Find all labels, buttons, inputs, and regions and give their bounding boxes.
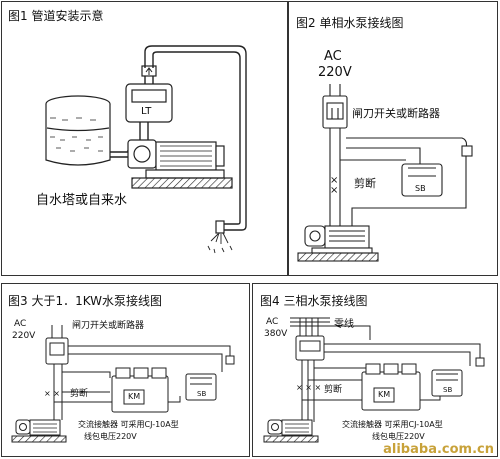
fig4-sb-box-icon: [431, 369, 463, 397]
fig3-drawing: [11, 325, 235, 443]
fig4-note-line1: 交流接触器 可采用CJ-10A型: [342, 420, 443, 429]
fig4-neutral-label: 零线: [334, 319, 354, 330]
fig4-voltage-label: 380V: [264, 329, 288, 339]
fig3-km-label: KM: [128, 392, 141, 401]
fig2-plug-icon: [461, 145, 473, 157]
fig3-sb-box-icon: [185, 373, 217, 401]
pump-motor-icon: [127, 139, 225, 179]
fig1-title: 图1 管道安装示意: [8, 9, 104, 23]
fig3-note-line1: 交流接触器 可采用CJ-10A型: [78, 420, 179, 429]
fig2-cut-label: 剪断: [354, 177, 376, 190]
fig4-title: 图4 三相水泵接线图: [260, 294, 368, 308]
fig3-note-line2: 线包电压220V: [84, 432, 137, 441]
fig3-plug-icon: [225, 355, 235, 365]
fig3-supply-label: AC: [14, 319, 27, 329]
fig1-tower-caption: 自水塔或自来水: [36, 193, 128, 208]
fig4-note-line2: 线包电压220V: [372, 432, 425, 441]
fig4-cut-marks: × × ×: [296, 383, 322, 392]
fig3-breaker-label: 闸刀开关或断路器: [72, 321, 145, 331]
fig2-supply-label: AC: [324, 49, 342, 64]
fig4-cut-label: 剪断: [324, 385, 343, 395]
water-spray: [210, 232, 229, 244]
fig3-sb-label: SB: [197, 390, 207, 398]
lt-controller-icon: [125, 65, 173, 123]
watermark: alibaba.com.cn: [383, 442, 494, 457]
fig2-cut-marks: ××: [330, 175, 339, 196]
fig1-drawing: [45, 45, 247, 254]
fig4-plug-icon: [475, 357, 485, 367]
fig3-cut-marks: × ×: [44, 389, 60, 398]
fig2-sb-label: SB: [415, 184, 426, 193]
fig4-sb-label: SB: [443, 386, 453, 394]
fig4-contactor-icon: [361, 363, 421, 411]
fig4-drawing: [263, 317, 485, 443]
fig4-supply-label: AC: [266, 317, 279, 327]
fig2-sb-box-icon: [401, 163, 443, 197]
fig2-breaker-label: 闸刀开关或断路器: [352, 107, 440, 120]
fig4-pump-icon: [267, 419, 313, 436]
fig3-contactor-icon: [111, 367, 169, 413]
fig3-title: 图3 大于1．1KW水泵接线图: [8, 294, 163, 308]
fig2-voltage-label: 220V: [318, 65, 352, 80]
faucet-icon: [215, 220, 225, 234]
fig2-title: 图2 单相水泵接线图: [296, 16, 404, 30]
fig1-ground: [131, 177, 233, 189]
fig4-km-label: KM: [378, 390, 391, 399]
fig1-lt-label: LT: [141, 106, 152, 117]
water-tower-icon: [45, 95, 129, 166]
fig3-cut-label: 剪断: [70, 389, 89, 399]
fig2-pump-icon: [304, 225, 373, 254]
fig3-voltage-label: 220V: [12, 331, 36, 341]
fig3-pump-icon: [15, 419, 61, 436]
fig2-drawing: [297, 84, 473, 262]
